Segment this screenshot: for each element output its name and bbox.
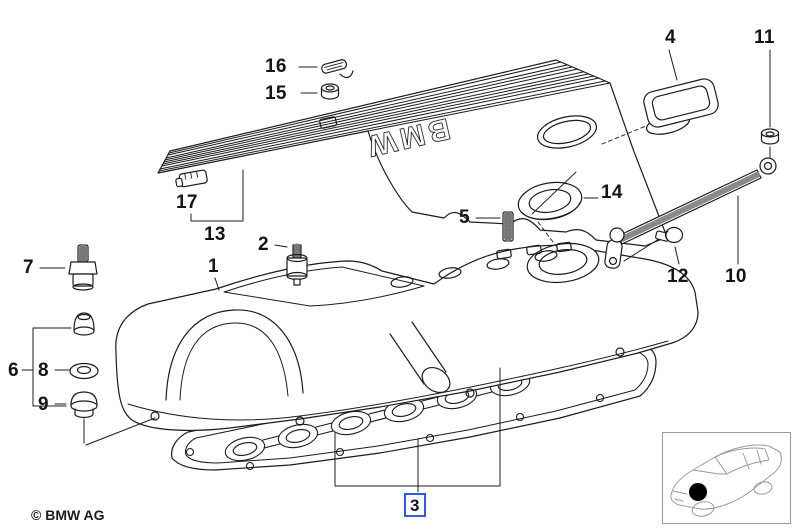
callout-12[interactable]: 12	[667, 266, 689, 287]
car-location-inset	[662, 432, 791, 524]
callout-17[interactable]: 17	[176, 192, 198, 213]
part-8-washer	[69, 362, 99, 380]
callout-2[interactable]: 2	[258, 234, 269, 255]
callout-3-selected[interactable]: 3	[404, 493, 426, 517]
callout-4[interactable]: 4	[665, 27, 676, 48]
part-11-nut	[760, 128, 780, 145]
part-16-clip	[321, 59, 354, 79]
copyright: © BMW AG	[31, 507, 105, 523]
callout-10[interactable]: 10	[725, 266, 747, 287]
callout-9[interactable]: 9	[38, 394, 49, 415]
callout-16[interactable]: 16	[265, 56, 287, 77]
callout-13[interactable]: 13	[204, 224, 226, 245]
callout-7[interactable]: 7	[23, 257, 34, 278]
callout-1[interactable]: 1	[208, 256, 219, 277]
part-5-stud	[502, 211, 514, 242]
part-9-grommet	[70, 391, 98, 419]
part-17-clip	[175, 169, 208, 188]
callout-8[interactable]: 8	[38, 360, 49, 381]
part-6-cap-nut	[73, 312, 95, 336]
callout-11[interactable]: 11	[754, 27, 775, 48]
callout-5[interactable]: 5	[459, 207, 470, 228]
part-7-plug	[68, 244, 98, 291]
callout-6[interactable]: 6	[8, 360, 19, 381]
engine-cover-drawing: BMW	[157, 59, 668, 247]
part-10-guide-tube	[604, 157, 777, 269]
callout-15[interactable]: 15	[265, 83, 287, 104]
callout-14[interactable]: 14	[601, 182, 623, 203]
car-thumbnail	[670, 444, 782, 517]
location-marker-dot	[689, 483, 707, 501]
part-2-rubber-mount	[286, 243, 308, 286]
part-15-grommet	[320, 83, 340, 100]
leader-lines	[21, 49, 771, 493]
valve-cover-drawing	[115, 241, 699, 431]
part-4-oil-filler-cap	[643, 78, 719, 135]
